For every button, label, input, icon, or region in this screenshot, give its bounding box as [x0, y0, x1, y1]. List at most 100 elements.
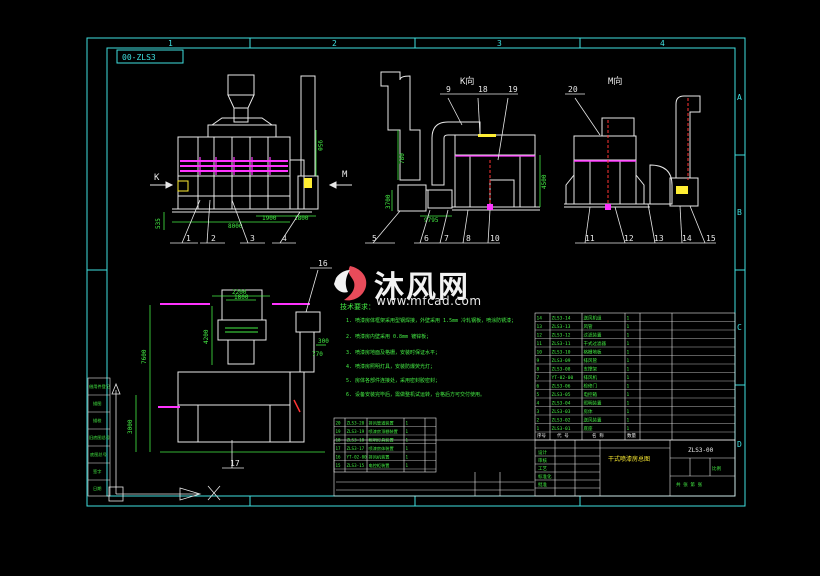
balloon-15: 15: [706, 234, 716, 243]
frame-column-labels: 1 2 3 4 A B C D: [168, 39, 742, 449]
bom-upper-cell: 干式过滤器: [584, 340, 607, 347]
column-label: 3: [497, 39, 502, 48]
bom-upper-cell: 1: [627, 375, 630, 381]
balloon-18: 18: [478, 85, 488, 94]
stamp-text: 00-ZLS3: [122, 53, 156, 62]
bom-upper-cell: 4: [537, 401, 540, 407]
watermark-logo-icon: [334, 266, 367, 301]
bom-upper-cell: ZLS3-14: [552, 316, 571, 322]
bom-upper-cell: 电控箱: [584, 391, 598, 398]
side-view-m: M向: [564, 75, 701, 210]
bom-upper-cell: 8: [537, 367, 540, 373]
bom-upper-cell: YT-02-00: [552, 375, 574, 381]
dim-3700: 3700: [385, 194, 392, 209]
bom-upper-cell: 排风管: [584, 357, 598, 364]
dim-535: 535: [155, 218, 162, 229]
side-table-label: 底图总号: [90, 451, 107, 458]
bom-upper-cell: 12: [537, 333, 543, 339]
balloon-4: 4: [282, 234, 287, 243]
bom-upper-cell: 照明装置: [584, 400, 602, 407]
dim-1800: 1800: [234, 294, 249, 301]
dim-1500: 1800: [294, 215, 309, 222]
balloon-leaders: [170, 93, 716, 469]
view-label-k: K向: [460, 75, 474, 87]
column-label: 4: [660, 39, 665, 48]
view-label-m: M向: [608, 75, 622, 87]
bom-upper-cell: ZLS3-13: [552, 324, 571, 330]
bom-lower-cell: YT-02-00: [347, 455, 368, 460]
bom-upper-cell: ZLS3-09: [552, 358, 571, 364]
bom-lower-cell: ZLS3-20: [347, 421, 365, 426]
drawing-stamp: 00-ZLS3: [116, 49, 184, 64]
bom-header-cell: 代 号: [557, 432, 569, 439]
balloon-10: 10: [490, 234, 500, 243]
bom-upper-cell: 1: [627, 324, 630, 330]
title-block-label: 工艺: [538, 466, 547, 472]
scale-label: 比例: [712, 465, 721, 472]
bom-upper-cell: 底座: [584, 425, 593, 432]
drawing-title: 干式喷漆房总图: [608, 455, 650, 463]
bom-upper-cell: 1: [627, 333, 630, 339]
ucs-icon: [108, 382, 221, 502]
bom-upper-cell: 5: [537, 392, 540, 398]
bom-upper-cell: ZLS3-01: [552, 426, 571, 432]
title-block-label: 批准: [538, 481, 547, 488]
plan-view: 2200 1800 7600 3000 4200 770 300: [127, 289, 329, 453]
bom-upper-cell: 检修门: [584, 383, 598, 390]
balloon-17: 17: [230, 459, 240, 468]
side-table-label: 借用件登记: [89, 383, 111, 390]
bom-upper-cell: 过滤装置: [584, 332, 602, 339]
bom-lower-cell: 1: [406, 446, 409, 451]
bom-lower-cell: 电控柜装置: [369, 462, 390, 469]
side-table-label: 签字: [93, 468, 101, 474]
bom-lower-cell: ZLS3-17: [347, 446, 365, 451]
view-arrow-k: K: [154, 173, 160, 183]
balloon-2: 2: [211, 234, 216, 243]
title-block-label: 设计: [538, 449, 547, 456]
note-item: 6. 设备安装完毕后，需做整机试运转，合格后方可交付使用。: [346, 391, 485, 398]
bom-upper-cell: 1: [627, 392, 630, 398]
bom-upper-cell: 1: [627, 409, 630, 415]
bom-lower-cell: 15: [336, 463, 342, 468]
balloon-5: 5: [372, 234, 377, 243]
bom-lower-cell: 19: [336, 429, 342, 434]
bom-lower-cell: 1: [406, 429, 409, 434]
title-block-label: 标准化: [538, 473, 552, 480]
balloon-numbers: 1 2 3 4 5 6 7 8 10 11 12 13 14 15 9 18 1…: [186, 85, 716, 468]
bom-lower-cell: 1: [406, 421, 409, 426]
bom-upper-cell: ZLS3-02: [552, 418, 571, 424]
bom-upper-cell: ZLS3-05: [552, 392, 571, 398]
left-side-table: 借用件登记 描图 描校 旧底图总号 底图总号 签字 日期: [87, 377, 111, 497]
note-item: 5. 房体各部件连接处，采用密封胶密封；: [346, 377, 440, 384]
bom-upper-cell: 10: [537, 350, 543, 356]
balloon-9: 9: [446, 85, 451, 94]
side-view-k: 3700 780 4500 9795 K向: [380, 71, 548, 224]
dim-8000: 8000: [228, 223, 243, 230]
bom-upper-cell: 支撑架: [584, 366, 598, 373]
bom-upper-cell: 1: [627, 418, 630, 424]
balloon-3: 3: [250, 234, 255, 243]
bom-lower-cell: 20: [336, 421, 342, 426]
watermark-url: www.mfcad.com: [376, 294, 482, 308]
note-item: 1. 喷漆房体框架采用型钢焊接，外壁采用 1.5mm 冷轧钢板，喷涂防锈漆；: [346, 317, 516, 324]
row-label: B: [737, 208, 742, 217]
row-label: C: [737, 323, 742, 332]
bom-lower-cell: 排风机装置: [369, 454, 390, 461]
bom-header-cell: 序号: [537, 432, 546, 439]
balloon-12: 12: [624, 234, 634, 243]
column-label: 2: [332, 39, 337, 48]
bom-upper-cell: ZLS3-11: [552, 341, 571, 347]
dim-7600: 7600: [141, 349, 148, 364]
bom-lower-cell: 排风管道装置: [369, 420, 394, 427]
dim-300: 300: [318, 338, 329, 345]
bom-upper-cell: 1: [627, 367, 630, 373]
watermark-text: 沐风网: [374, 270, 470, 305]
sheet-label: 共 张 第 张: [676, 481, 703, 488]
side-table-label: 描图: [93, 400, 101, 407]
dim-3000: 3000: [127, 419, 134, 434]
balloon-20: 20: [568, 85, 578, 94]
